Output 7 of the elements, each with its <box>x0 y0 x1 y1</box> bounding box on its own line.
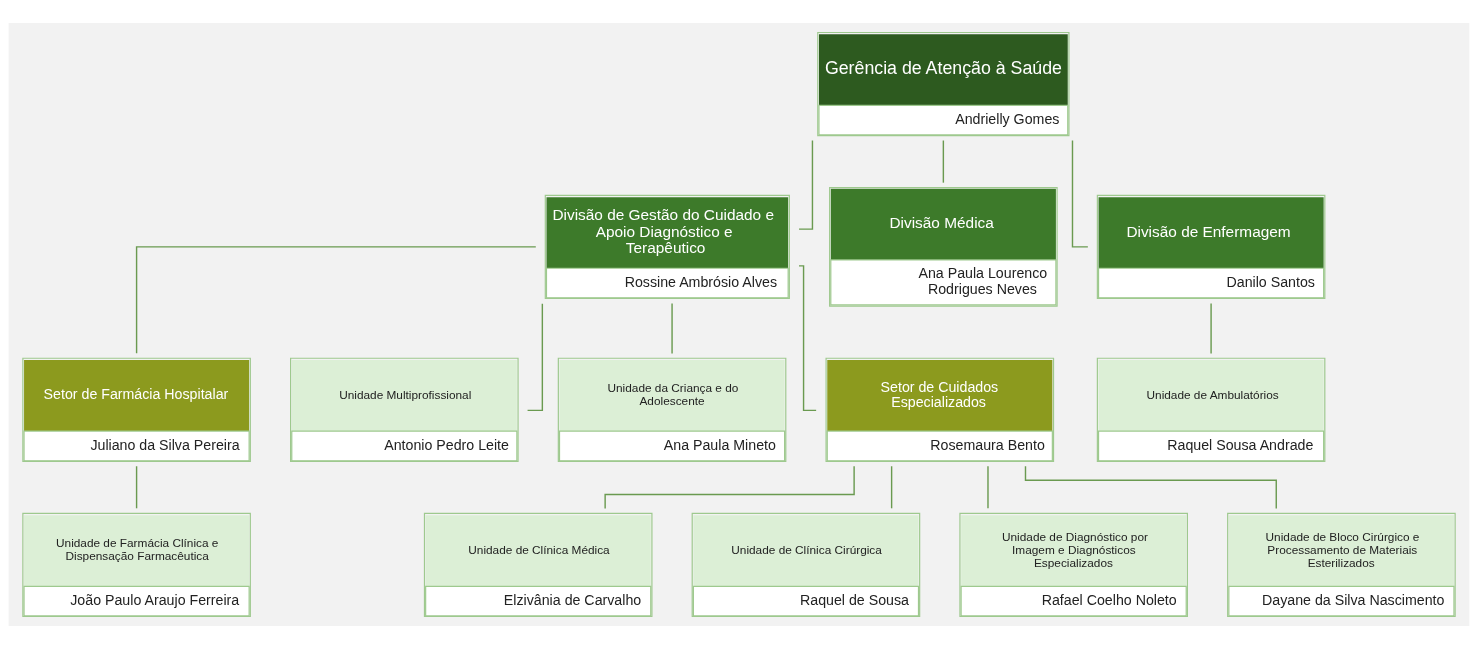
connector <box>135 465 138 509</box>
connector <box>942 139 945 183</box>
connector <box>135 245 537 354</box>
connector <box>890 465 893 509</box>
connector <box>987 465 989 509</box>
connector <box>1210 302 1212 354</box>
connector <box>671 302 673 354</box>
